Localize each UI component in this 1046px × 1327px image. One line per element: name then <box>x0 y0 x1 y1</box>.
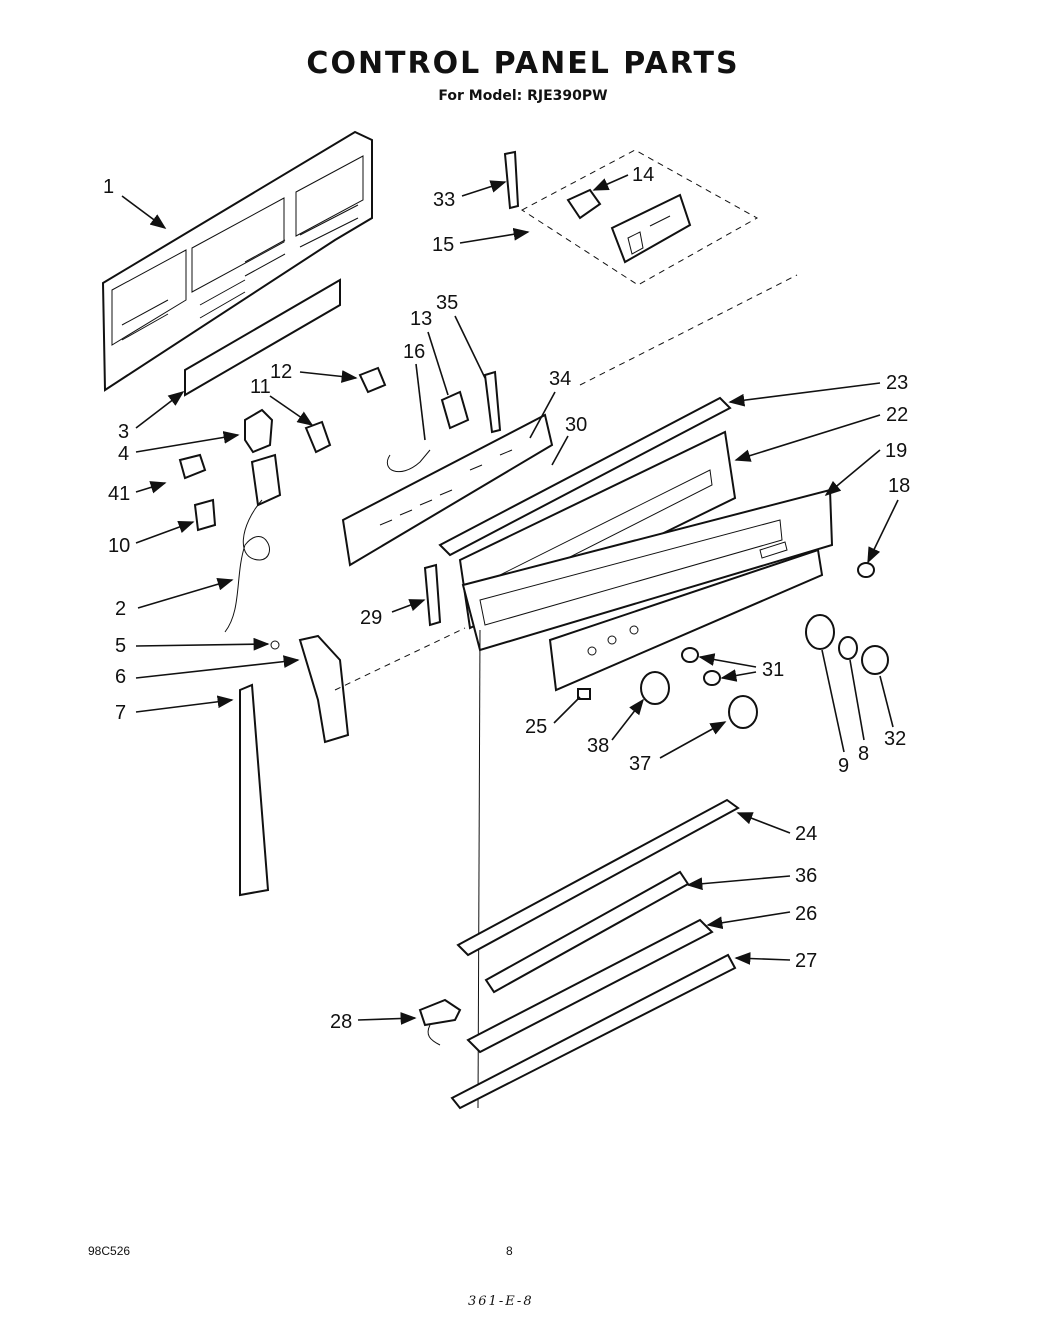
callout-8: 8 <box>858 743 869 765</box>
callout-4: 4 <box>118 443 129 465</box>
clock-assembly-part <box>521 149 759 286</box>
callout-30: 30 <box>565 414 587 436</box>
callout-15: 15 <box>432 234 454 256</box>
callout-16: 16 <box>403 341 425 363</box>
clip-part <box>423 563 442 627</box>
control-board-part <box>341 413 554 567</box>
callout-38: 38 <box>587 735 609 757</box>
callout-6: 6 <box>115 666 126 688</box>
callout-37: 37 <box>629 753 651 775</box>
front-panel-part <box>548 541 824 692</box>
callout-41: 41 <box>108 483 130 505</box>
console-frame-part <box>461 488 834 652</box>
callout-27: 27 <box>795 950 817 972</box>
callout-32: 32 <box>884 728 906 750</box>
callout-10: 10 <box>108 535 130 557</box>
callout-26: 26 <box>795 903 817 925</box>
callout-29: 29 <box>360 607 382 629</box>
bracket-part <box>503 150 520 210</box>
callout-25: 25 <box>525 716 547 738</box>
power-cord-part <box>224 453 282 633</box>
diagram-title: CONTROL PANEL PARTS <box>306 46 740 81</box>
callout-22: 22 <box>886 404 908 426</box>
small-components <box>178 366 502 532</box>
bracket-leader-dash <box>334 627 466 691</box>
control-knobs <box>577 562 889 729</box>
callout-1: 1 <box>103 176 114 198</box>
callout-labels: 1 2 3 4 5 6 7 8 9 10 11 12 13 <box>103 164 910 1033</box>
assembly-line <box>477 629 481 1109</box>
callout-14: 14 <box>632 164 654 186</box>
callout-18: 18 <box>888 475 910 497</box>
callout-33: 33 <box>433 189 455 211</box>
clock-leader-dash <box>579 274 798 386</box>
back-panel-part <box>101 130 373 397</box>
document-code: 98C526 <box>88 1244 131 1258</box>
side-bracket-parts <box>239 634 350 897</box>
callout-2: 2 <box>115 598 126 620</box>
callout-36: 36 <box>795 865 817 887</box>
bottom-trim-parts <box>418 798 740 1110</box>
callout-19: 19 <box>885 440 907 462</box>
callout-13: 13 <box>410 308 432 330</box>
callout-31: 31 <box>762 659 784 681</box>
callout-7: 7 <box>115 702 126 724</box>
callout-23: 23 <box>886 372 908 394</box>
callout-3: 3 <box>118 421 129 443</box>
callout-24: 24 <box>795 823 817 845</box>
handwritten-note: 361-E-8 <box>468 1294 534 1309</box>
callout-9: 9 <box>838 755 849 777</box>
callout-28: 28 <box>330 1011 352 1033</box>
callout-34: 34 <box>549 368 571 390</box>
model-subtitle: For Model: RJE390PW <box>438 88 608 104</box>
page-number: 8 <box>506 1244 513 1258</box>
callout-35: 35 <box>436 292 458 314</box>
callout-11: 11 <box>250 376 271 398</box>
callout-5: 5 <box>115 635 126 657</box>
callout-12: 12 <box>270 361 292 383</box>
